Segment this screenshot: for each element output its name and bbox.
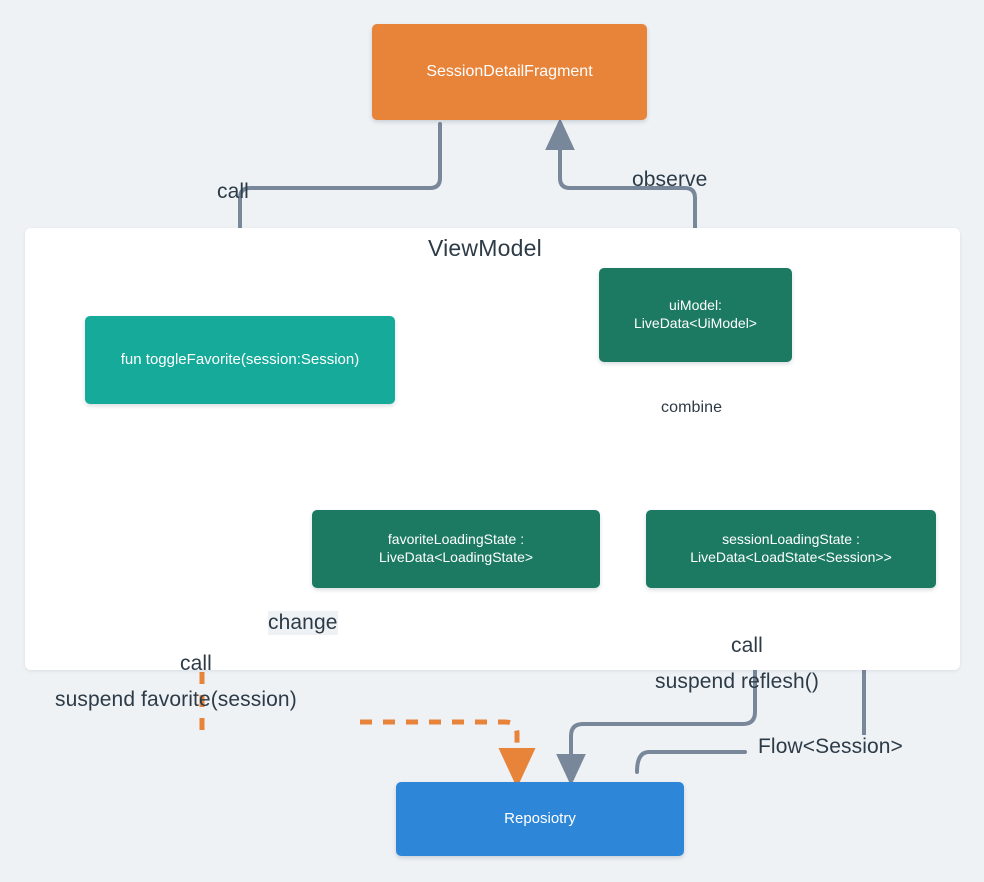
edge-label-observe: observe	[632, 168, 708, 191]
viewmodel-panel	[25, 228, 960, 670]
node-favorite-loading-state-line2: LiveData<LoadingState>	[378, 549, 534, 565]
edge-label-change: change	[268, 611, 338, 635]
node-favorite-loading-state-line1: favoriteLoadingState :	[387, 531, 525, 548]
node-session-loading-state-line1: sessionLoadingState :	[722, 531, 860, 548]
edge-label-call-fragment-to-toggle: call	[217, 180, 249, 203]
node-ui-model[interactable]: uiModel: LiveData<UiModel>	[599, 268, 792, 362]
edge-suspend-favorite-to-repository	[360, 719, 536, 788]
edge-label-combine: combine	[661, 399, 723, 416]
node-session-loading-state[interactable]: sessionLoadingState : LiveData<LoadState…	[646, 510, 936, 588]
node-session-detail-fragment[interactable]: SessionDetailFragment	[372, 24, 647, 120]
node-session-loading-state-line2: LiveData<LoadState<Session>>	[690, 549, 892, 565]
node-repository[interactable]: Reposiotry	[396, 782, 684, 856]
node-ui-model-line2: LiveData<UiModel>	[634, 315, 757, 331]
edge-label-flow-session: Flow<Session>	[758, 735, 903, 759]
node-ui-model-line1: uiModel:	[669, 297, 722, 314]
viewmodel-title: ViewModel	[428, 235, 542, 261]
node-toggle-favorite[interactable]: fun toggleFavorite(session:Session)	[85, 316, 395, 404]
edge-label-call-right: call	[731, 634, 763, 657]
edge-flow-session-to-session-state	[635, 750, 747, 774]
edge-label-suspend-reflesh: suspend reflesh()	[655, 670, 819, 693]
node-favorite-loading-state[interactable]: favoriteLoadingState : LiveData<LoadingS…	[312, 510, 600, 588]
edge-label-suspend-favorite: suspend favorite(session)	[55, 688, 297, 711]
edge-label-call-left: call	[180, 652, 212, 675]
